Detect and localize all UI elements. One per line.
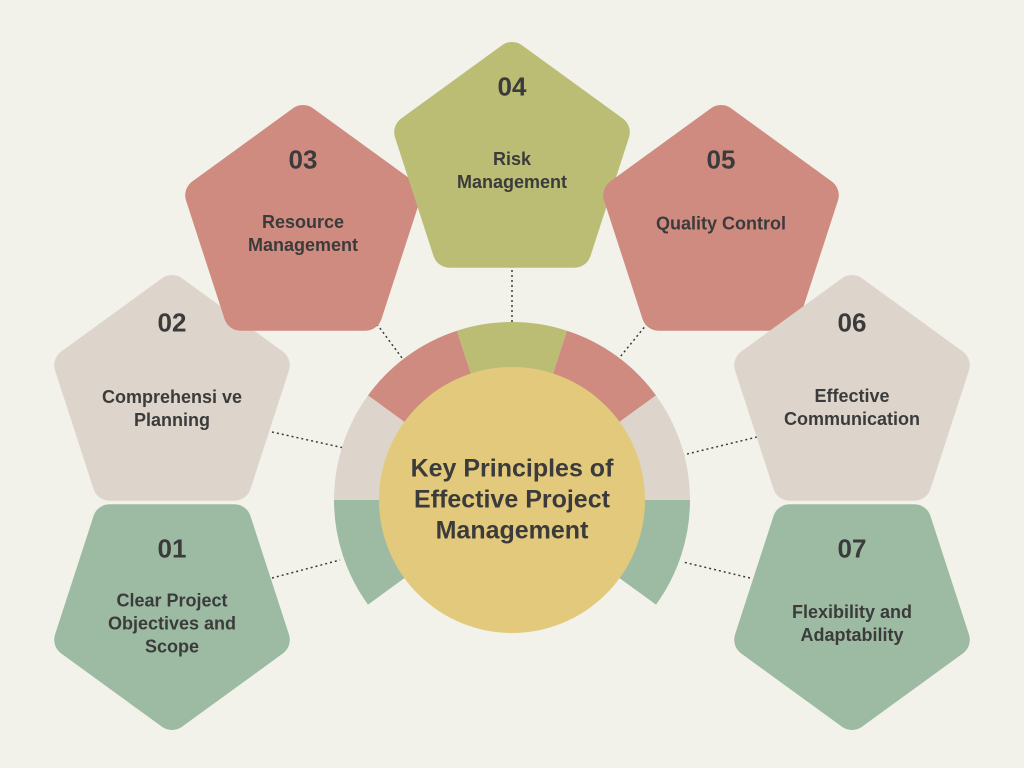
principle-number: 01 — [157, 533, 187, 564]
connector-line-2 — [271, 431, 345, 449]
pentagon-04 — [394, 42, 630, 268]
principle-number: 05 — [706, 144, 736, 175]
principle-label: Comprehensi ve Planning — [101, 387, 243, 430]
principle-number: 07 — [837, 533, 867, 564]
ring-segment-07 — [617, 500, 690, 605]
ring-segment-03 — [367, 330, 472, 424]
principle-label: Resource Management — [247, 212, 359, 255]
ring-segment-05 — [552, 330, 657, 424]
principle-number: 03 — [288, 144, 318, 175]
principle-number: 02 — [157, 307, 187, 338]
principle-label: Quality Control — [656, 213, 786, 234]
principle-label: Flexibility and Adaptability — [791, 602, 913, 645]
connector-line-6 — [682, 436, 758, 456]
ring-segment-04 — [456, 322, 568, 377]
center-title: Key Principles of Effective Project Mana… — [410, 454, 614, 545]
principle-number: 06 — [837, 307, 867, 338]
pentagon-07 — [734, 504, 970, 730]
principle-number: 04 — [497, 71, 527, 102]
ring-segment-06 — [617, 395, 690, 500]
pentagon-01 — [54, 504, 290, 730]
pentagon-03 — [185, 105, 421, 331]
pentagon-02 — [54, 275, 290, 501]
principle-label: Risk Management — [456, 149, 568, 192]
ring-segment-01 — [334, 500, 407, 605]
principle-label: Effective Communication — [783, 386, 920, 429]
pentagon-05 — [603, 105, 839, 331]
principle-label: Clear Project Objectives and Scope — [107, 590, 237, 657]
connector-line-1 — [271, 559, 341, 579]
ring-segment-02 — [334, 395, 407, 500]
center-circle — [379, 367, 645, 633]
pentagon-06 — [734, 275, 970, 501]
connector-line-7 — [682, 561, 751, 579]
